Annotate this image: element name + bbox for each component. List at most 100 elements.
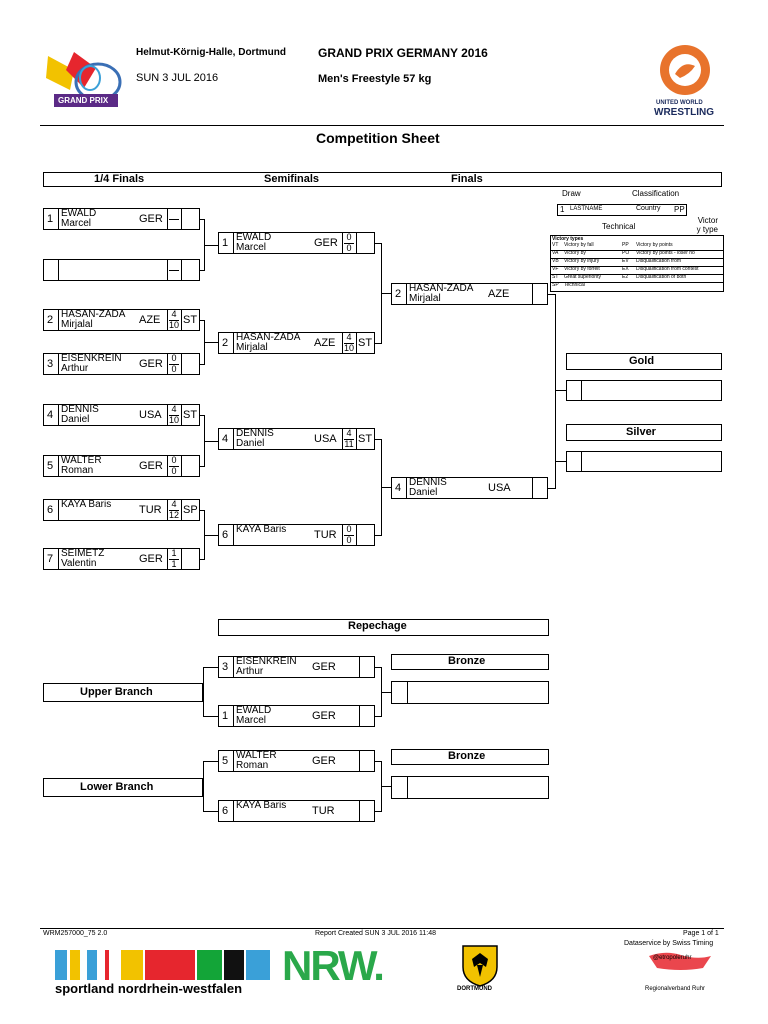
bracket-line: [555, 390, 566, 391]
score-classification: 4: [171, 499, 177, 509]
competitor-box: [218, 705, 375, 727]
bracket-line: [200, 510, 204, 511]
report-created: Report Created SUN 3 JUL 2016 11:48: [315, 930, 437, 937]
metropole-ruhr-text: @etropoleruhr: [653, 955, 692, 961]
bracket-line: [375, 243, 381, 244]
bracket-line: [375, 761, 381, 762]
score-separator: [344, 535, 354, 536]
score-classification: 0: [171, 455, 177, 465]
seed-divider: [58, 499, 59, 521]
competitor-box: [391, 283, 548, 305]
score-technical: 12: [168, 510, 179, 520]
seed-divider: [233, 524, 234, 546]
metropole-ruhr-logo: [645, 950, 715, 972]
rvr-text: Regionalverband Ruhr: [645, 986, 706, 992]
legend-row: VB Victory by injury EV Disqualification…: [550, 258, 724, 267]
score-technical: 10: [168, 415, 179, 425]
score-divider: [181, 499, 182, 521]
score-divider: [181, 548, 182, 570]
bronze1-winner-box: [391, 681, 549, 704]
legend-technical: Technical: [602, 222, 636, 231]
competitor-firstname: Marcel: [236, 715, 267, 726]
upper-branch-label: Upper Branch: [80, 686, 153, 698]
competitor-lastname: KAYA Baris: [236, 800, 287, 811]
seed-divider: [233, 750, 234, 772]
competitor-box: [218, 750, 375, 772]
bronze1-label: Bronze: [448, 655, 486, 667]
score-separator: [169, 320, 179, 321]
legend-sample-pp: PP: [674, 205, 685, 214]
competitor-firstname: Roman: [236, 760, 269, 771]
competitor-country: GER: [139, 552, 163, 565]
score-divider: [181, 353, 182, 375]
competitor-lastname: DENNIS: [61, 404, 99, 415]
competitor-lastname: HASAN-ZADA: [61, 309, 126, 320]
bracket-line: [204, 342, 218, 343]
seed-divider: [58, 548, 59, 570]
competitor-country: TUR: [139, 503, 162, 516]
score-classification: 0: [346, 524, 352, 534]
legend-code: VB: [552, 258, 559, 264]
bronze2-winner-box: [391, 776, 549, 799]
bracket-line: [375, 811, 381, 812]
competitor-country: GER: [312, 709, 336, 722]
competitor-lastname: EWALD: [236, 232, 272, 243]
competitor-firstname: Marcel: [236, 242, 267, 253]
legend-code: PO: [622, 250, 630, 256]
victory-type: ST: [183, 408, 198, 421]
score-classification: 0: [171, 353, 177, 363]
score-divider: [356, 428, 357, 450]
score-technical: 10: [343, 343, 354, 353]
score-divider: [167, 548, 168, 570]
competitor-country: GER: [312, 660, 336, 673]
legend-row: VT Victory by fall PP Victory by points: [550, 242, 724, 251]
legend-desc: Disqualification from: [636, 258, 682, 264]
competitor-firstname: Valentin: [61, 558, 97, 569]
score-divider: [167, 259, 168, 281]
bracket-line: [204, 534, 218, 536]
competitor-box: [218, 656, 375, 678]
venue: Helmut-Körnig-Halle, Dortmund: [136, 47, 286, 58]
score-technical: 0: [171, 466, 177, 476]
bracket-line: [203, 811, 218, 812]
seed-divider: [406, 477, 407, 499]
gold-winner-box: [566, 380, 722, 401]
competitor-box: [43, 548, 200, 570]
seed-number: 3: [222, 660, 229, 673]
score-separator: [169, 466, 179, 467]
legend-code: E2: [622, 274, 629, 280]
score-divider: [532, 477, 533, 499]
bracket-line: [375, 439, 381, 440]
score-divider: [167, 499, 168, 521]
legend-code: ST: [552, 274, 559, 280]
score-divider: [181, 455, 182, 477]
legend-code: SP: [552, 282, 559, 288]
stripe: [145, 950, 195, 980]
round-label-quarterfinals: 1/4 Finals: [94, 173, 145, 185]
victory-type: ST: [358, 432, 373, 445]
legend-victory-types-title: Victory types: [552, 236, 584, 242]
bracket-line: [375, 716, 381, 717]
score-technical: 1: [171, 559, 177, 569]
competitor-lastname: DENNIS: [409, 477, 447, 488]
bracket-line: [204, 440, 218, 442]
dortmund-text: DORTMUND: [457, 986, 492, 992]
competitor-box: [43, 309, 200, 331]
seed-divider: [58, 455, 59, 477]
grand-prix-logo-text: GRAND PRIX: [58, 96, 109, 105]
legend-code: PP: [622, 242, 629, 248]
score-separator: [344, 439, 354, 440]
legend-desc: Victory by injury: [564, 258, 600, 264]
score-divider: [532, 283, 533, 305]
legend: Draw Classification 1 LASTNAME Country P…: [550, 188, 724, 294]
gold-label-box: [566, 353, 722, 370]
silver-label: Silver: [626, 426, 656, 438]
header-divider: [40, 125, 724, 126]
gold-label: Gold: [629, 355, 655, 367]
score-divider: [342, 332, 343, 354]
stripe: [246, 950, 270, 980]
silver-winner-box: [566, 451, 722, 472]
bracket-line: [555, 294, 556, 489]
competitor-lastname: DENNIS: [236, 428, 274, 439]
bracket-line: [381, 293, 391, 294]
